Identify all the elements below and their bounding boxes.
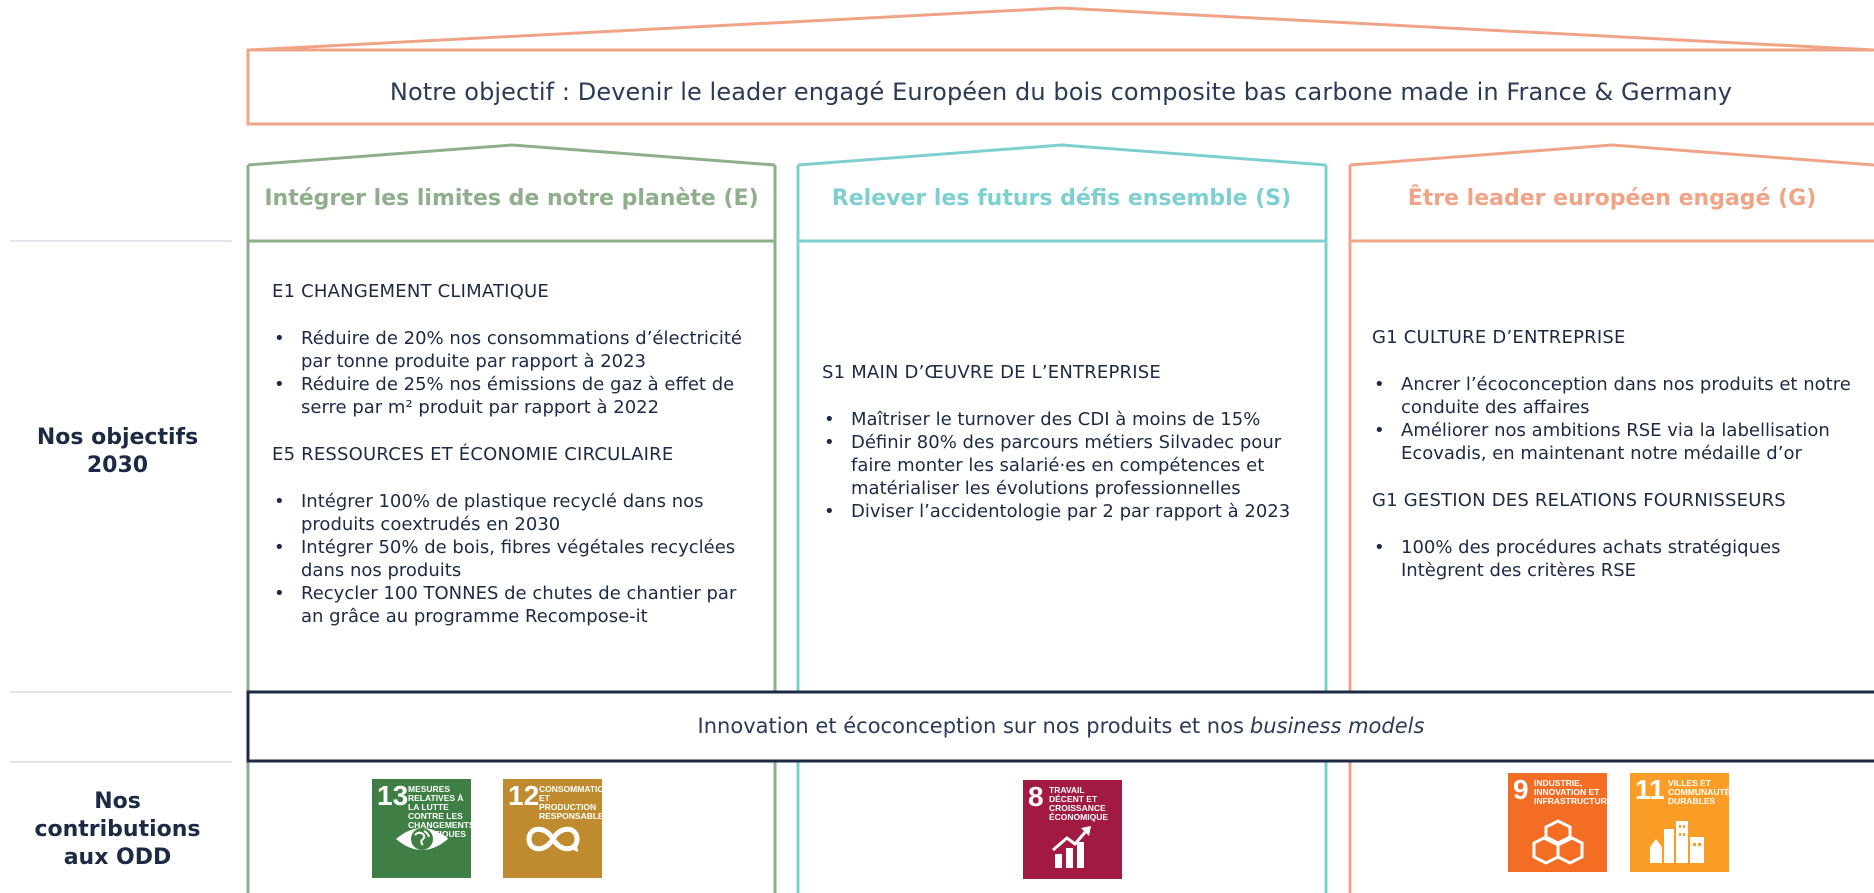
section-heading: E5 RESSOURCES ET ÉCONOMIE CIRCULAIRE: [272, 444, 674, 465]
section-heading: S1 MAIN D’ŒUVRE DE L’ENTREPRISE: [822, 362, 1161, 383]
roof-s: [797, 143, 1327, 167]
objective-item: Maîtriser le turnover des CDI à moins de…: [822, 408, 1304, 431]
sdg-9-tile: 9 Industrie, innovation et infrastructur…: [1508, 773, 1613, 872]
main-roof: [247, 6, 1874, 52]
objective-list: Intégrer 100% de plastique recyclé dans …: [272, 490, 752, 628]
objective-item: Améliorer nos ambitions RSE via la label…: [1372, 419, 1858, 465]
section-heading: G1 CULTURE D’ENTREPRISE: [1372, 327, 1626, 348]
roof-g: [1349, 143, 1874, 167]
growth-chart-icon: [1052, 826, 1091, 868]
objective-item: Intégrer 100% de plastique recyclé dans …: [272, 490, 752, 536]
objective-item: Ancrer l’écoconception dans nos produits…: [1372, 373, 1858, 419]
innovation-text: Innovation et écoconception sur nos prod…: [248, 691, 1874, 761]
side-label-objectives: Nos objectifs 2030: [36, 425, 199, 478]
column-g: G1 CULTURE D’ENTREPRISE Ancrer l’écoconc…: [1372, 326, 1858, 606]
objective-list: Maîtriser le turnover des CDI à moins de…: [822, 408, 1304, 523]
objective-item: Diviser l’accidentologie par 2 par rappo…: [822, 500, 1304, 523]
sdg-label: Travail décent et croissance économique: [1049, 785, 1109, 822]
roof-e: [247, 143, 776, 167]
section-heading: G1 GESTION DES RELATIONS FOURNISSEURS: [1372, 490, 1786, 511]
sdg-label: Consommation et production responsables: [539, 784, 611, 821]
sdg-number: 12: [508, 780, 540, 811]
sdg-number: 9: [1513, 774, 1529, 805]
sdg-label: Villes et communautés durables: [1668, 778, 1736, 806]
column-s: S1 MAIN D’ŒUVRE DE L’ENTREPRISE Maîtrise…: [822, 361, 1304, 547]
objective-list: Ancrer l’écoconception dans nos produits…: [1372, 373, 1858, 465]
objective-list: Réduire de 20% nos consommations d’élect…: [272, 327, 752, 419]
innovation-band: [246, 690, 1874, 763]
sdg-11-tile: 11 Villes et communautés durables: [1630, 773, 1736, 872]
cubes-icon: [1532, 819, 1584, 865]
sdg-label: Industrie, innovation et infrastructure: [1534, 778, 1613, 806]
sdg-number: 8: [1028, 781, 1044, 812]
objective-item: Réduire de 25% nos émissions de gaz à ef…: [272, 373, 752, 419]
pillar-title-s: Relever les futurs défis ensemble (S): [831, 185, 1292, 211]
sdg-8-tile: 8 Travail décent et croissance économiqu…: [1023, 780, 1122, 879]
sdg-number: 13: [377, 780, 409, 811]
objective-item: 100% des procédures achats stratégiques …: [1372, 536, 1858, 582]
objective-list: 100% des procédures achats stratégiques …: [1372, 536, 1858, 582]
section-heading: E1 CHANGEMENT CLIMATIQUE: [272, 281, 550, 302]
goal-statement: Notre objectif : Devenir le leader engag…: [389, 78, 1733, 106]
objective-item: Recycler 100 TONNES de chutes de chantie…: [272, 582, 752, 628]
innovation-main-text: Innovation et écoconception sur nos prod…: [697, 714, 1244, 738]
pillar-title-g: Être leader européen engagé (G): [1407, 185, 1817, 211]
sdg-number: 11: [1635, 774, 1665, 805]
eye-globe-icon: [396, 828, 448, 850]
city-icon: [1650, 821, 1704, 863]
column-e: E1 CHANGEMENT CLIMATIQUE Réduire de 20% …: [272, 280, 752, 652]
objective-item: Définir 80% des parcours métiers Silvade…: [822, 431, 1304, 500]
sdg-12-tile: 12 Consommation et production responsabl…: [503, 779, 611, 878]
innovation-italic-text: business models: [1249, 714, 1425, 738]
objective-item: Intégrer 50% de bois, fibres végétales r…: [272, 536, 752, 582]
side-label-contributions: Nos contributions aux ODD: [34, 789, 201, 870]
objective-item: Réduire de 20% nos consommations d’élect…: [272, 327, 752, 373]
goal-box: [246, 48, 1874, 126]
infinity-icon: [526, 826, 580, 852]
sdg-13-tile: 13 Mesures relatives à la lutte contre l…: [372, 779, 475, 878]
pillar-title-e: Intégrer les limites de notre planète (E…: [264, 185, 759, 211]
